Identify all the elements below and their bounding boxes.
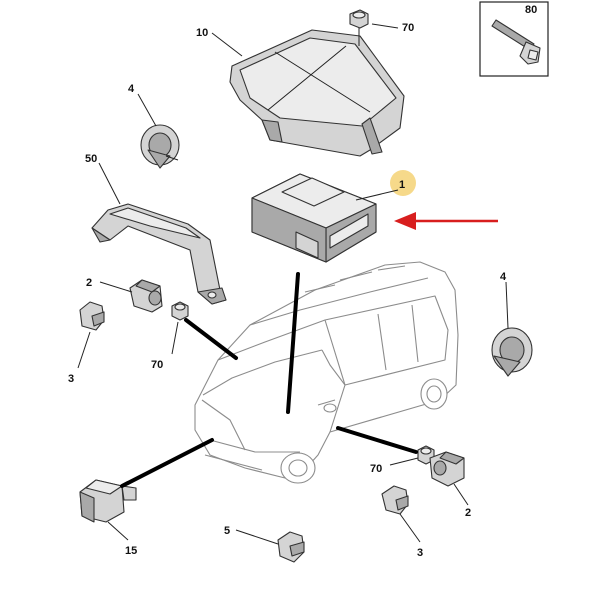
leader-10 bbox=[211, 32, 243, 57]
label-50: 50 bbox=[85, 153, 97, 165]
airbag-ecu-1 bbox=[251, 173, 377, 263]
location-pointers bbox=[120, 272, 418, 488]
label-4-right: 4 bbox=[500, 271, 507, 283]
bracket-cover-10 bbox=[229, 29, 405, 157]
label-1: 1 bbox=[399, 179, 405, 191]
sensor-2-right bbox=[429, 451, 465, 487]
label-5: 5 bbox=[224, 525, 230, 537]
leader-70-top bbox=[371, 23, 399, 29]
leader-1 bbox=[355, 189, 399, 201]
leader-70-left bbox=[171, 321, 179, 355]
label-70-left: 70 bbox=[151, 359, 163, 371]
leader-2-left bbox=[99, 281, 133, 293]
sensor-3-left bbox=[79, 301, 105, 331]
leader-5 bbox=[235, 529, 279, 545]
impact-sensor-4-right bbox=[491, 327, 533, 377]
leader-15 bbox=[107, 521, 129, 541]
leader-4-left bbox=[137, 93, 157, 127]
label-15: 15 bbox=[125, 545, 137, 557]
bracket-50 bbox=[91, 203, 227, 305]
screw-icon bbox=[491, 19, 535, 51]
leader-70-right bbox=[389, 457, 419, 466]
sensor-5 bbox=[277, 531, 305, 563]
sensor-3-right bbox=[381, 485, 409, 515]
nut-70-top bbox=[349, 9, 369, 46]
leader-4-right bbox=[505, 281, 509, 329]
nut-70-left bbox=[171, 301, 189, 321]
red-arrow bbox=[394, 212, 498, 230]
vehicle-outline bbox=[194, 261, 459, 484]
label-80: 80 bbox=[525, 4, 537, 16]
leader-2-right bbox=[453, 483, 469, 506]
label-2-right: 2 bbox=[465, 507, 471, 519]
leader-50 bbox=[98, 162, 121, 205]
label-2-left: 2 bbox=[86, 277, 92, 289]
label-70-top: 70 bbox=[402, 22, 414, 34]
label-4-left: 4 bbox=[128, 83, 135, 95]
impact-sensor-4-left bbox=[140, 124, 180, 169]
label-70-right: 70 bbox=[370, 463, 382, 475]
leader-3-right bbox=[399, 513, 421, 543]
leader-3-left bbox=[77, 331, 91, 369]
callout-highlight bbox=[390, 170, 416, 196]
label-10: 10 bbox=[196, 27, 208, 39]
label-3-left: 3 bbox=[68, 373, 74, 385]
label-3-right: 3 bbox=[417, 547, 423, 559]
sensor-2-left bbox=[129, 279, 163, 313]
switch-15 bbox=[79, 479, 137, 523]
screw-80-box bbox=[479, 1, 549, 77]
